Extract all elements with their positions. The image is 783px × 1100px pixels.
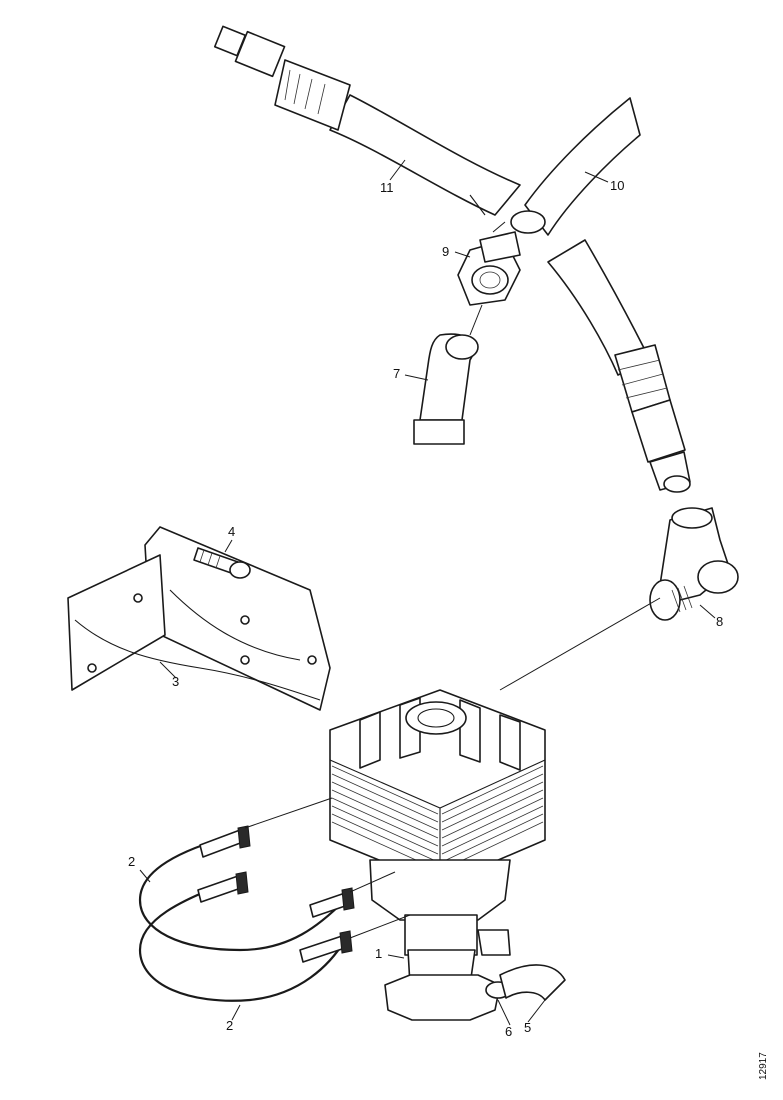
nut-9 xyxy=(457,231,521,306)
elbow-8 xyxy=(649,507,739,621)
callout-3: 3 xyxy=(172,674,179,689)
callout-4: 4 xyxy=(228,524,235,539)
callout-1: 1 xyxy=(375,946,382,961)
bracket-3 xyxy=(67,526,331,711)
hose-assembly-11 xyxy=(213,25,521,216)
callout-6: 6 xyxy=(505,1024,512,1039)
callout-2-lower: 2 xyxy=(226,1018,233,1033)
callout-5: 5 xyxy=(524,1020,531,1035)
callout-8: 8 xyxy=(716,614,723,629)
screw-4 xyxy=(193,547,251,579)
figure-id: 12917 xyxy=(758,1052,769,1080)
hose-right xyxy=(547,239,691,493)
pump-housing-1 xyxy=(369,859,511,1021)
callout-10: 10 xyxy=(610,178,624,193)
hose-5 xyxy=(499,964,566,1001)
callout-2-upper: 2 xyxy=(128,854,135,869)
callout-7: 7 xyxy=(393,366,400,381)
elbow-7 xyxy=(413,333,479,445)
assembly-leaders xyxy=(244,221,661,939)
callout-leaders xyxy=(139,159,716,1026)
callout-11: 11 xyxy=(380,180,394,195)
callout-labels: 11 10 9 7 8 4 3 2 2 1 6 5 xyxy=(128,178,723,1039)
callout-9: 9 xyxy=(442,244,449,259)
hose-10 xyxy=(510,97,641,236)
heat-sink-block xyxy=(329,689,546,886)
u-bolt-2 xyxy=(138,825,355,1002)
